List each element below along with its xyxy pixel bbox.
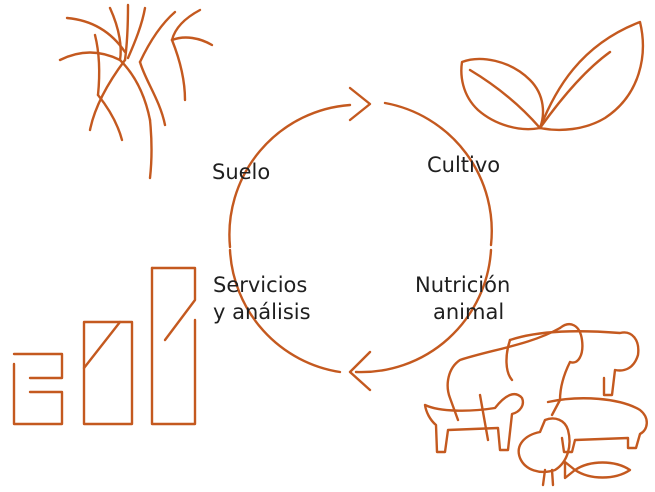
- cycle-arc-bottom-left: [228, 248, 342, 374]
- label-nutricion: Nutrición: [415, 273, 511, 297]
- cycle-arc-bottom-right: [354, 248, 493, 374]
- cycle-arc-top-right: [383, 101, 493, 247]
- label-suelo: Suelo: [212, 160, 271, 184]
- bar-chart-icon: [12, 266, 197, 426]
- label-servicios: Servicios: [213, 273, 308, 297]
- livestock-icon: [423, 323, 648, 487]
- roots-icon: [58, 3, 214, 180]
- label-cultivo: Cultivo: [427, 153, 501, 177]
- arrowhead-bottom-icon: [348, 350, 372, 392]
- cycle-arc-top-left: [228, 103, 352, 249]
- arrowhead-top-icon: [348, 86, 372, 122]
- leaves-icon: [460, 20, 644, 132]
- cycle-arrows-icon: [228, 86, 493, 392]
- label-y-analisis: y análisis: [213, 300, 311, 324]
- label-animal: animal: [433, 300, 505, 324]
